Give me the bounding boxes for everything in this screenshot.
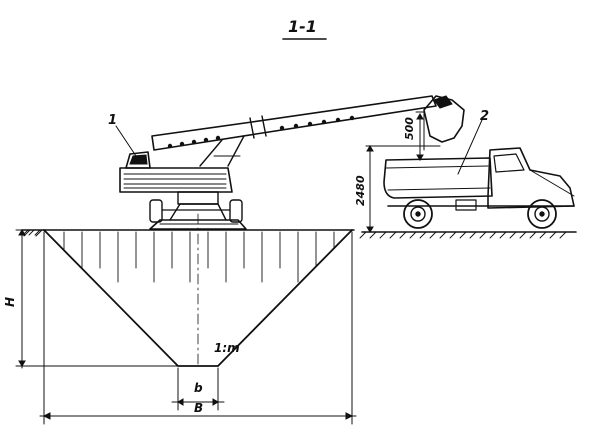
- excavator-cab: [125, 151, 151, 169]
- top-width-dimension: [39, 231, 357, 425]
- excavator-body: [119, 167, 233, 193]
- ground-hatching: [22, 229, 567, 239]
- callout-2: 2: [480, 109, 489, 124]
- excavator: 1: [108, 95, 465, 230]
- clearance-dimension: [415, 111, 425, 161]
- truck-front-wheel: [527, 199, 557, 229]
- excavator-turntable: [177, 191, 219, 205]
- bottom-width-label: b: [194, 381, 203, 395]
- truck-rear-wheel: [403, 199, 433, 229]
- section-title: 1-1: [288, 17, 317, 36]
- excavator-boom: [151, 95, 437, 167]
- trench-soil-hatching: [63, 231, 335, 283]
- clearance-label: 500: [403, 117, 416, 140]
- ground-line: [21, 229, 577, 233]
- truck-fuel-tank: [455, 199, 477, 211]
- depth-dimension: [15, 229, 181, 369]
- top-width-label: B: [194, 401, 203, 415]
- bottom-width-dimension: [171, 367, 225, 411]
- callout-2-leader: [457, 119, 483, 175]
- truck-cab: [487, 147, 575, 209]
- depth-label: H: [3, 297, 17, 307]
- truck-height-dimension: [365, 145, 441, 233]
- callout-1-leader: [115, 125, 137, 157]
- excavator-bucket: [423, 95, 465, 151]
- callout-1: 1: [108, 113, 117, 128]
- trench: [43, 213, 353, 367]
- slope-label: 1:m: [214, 341, 240, 355]
- truck-dump-body: [383, 157, 493, 199]
- dump-truck: 2: [383, 109, 575, 229]
- boom-holes: [167, 115, 355, 149]
- truck-height-label: 2480: [354, 175, 367, 206]
